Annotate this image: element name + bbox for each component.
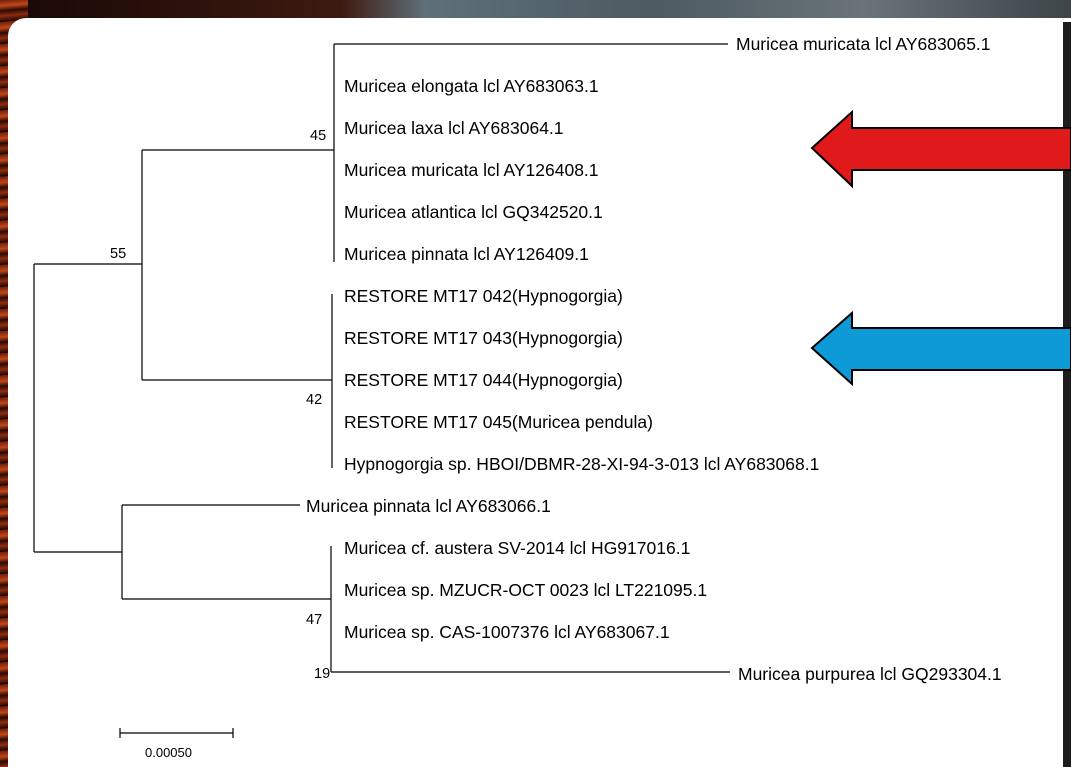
blue-arrow [810,310,1071,387]
taxon-label: Muricea pinnata lcl AY126409.1 [344,244,589,264]
red-arrow [810,109,1071,189]
taxon-label: Muricea cf. austera SV-2014 lcl HG917016… [344,538,690,558]
background-photo-right [1063,22,1071,767]
taxon-label: Muricea sp. CAS-1007376 lcl AY683067.1 [344,622,670,642]
taxon-label: RESTORE MT17 045(Muricea pendula) [344,412,653,432]
bootstrap-value-restore-clade: 42 [306,392,322,408]
bootstrap-value-upper-clade: 55 [110,246,126,262]
taxon-label: Muricea laxa lcl AY683064.1 [344,118,564,138]
muricea-clade-branch [333,43,728,262]
bootstrap-value-purpurea-node: 19 [314,666,330,682]
bootstrap-value-lower-subclade: 47 [306,612,322,628]
taxon-labels: Muricea muricata lcl AY683065.1 Muricea … [306,34,1002,684]
taxon-label: Muricea muricata lcl AY126408.1 [344,160,599,180]
taxon-label: Muricea pinnata lcl AY683066.1 [306,496,551,516]
taxon-label: Muricea sp. MZUCR-OCT 0023 lcl LT221095.… [344,580,707,600]
tree-branches [33,43,730,673]
taxon-label: RESTORE MT17 044(Hypnogorgia) [344,370,623,390]
scale-bar: 0.00050 [119,728,234,760]
bootstrap-values: 45 55 42 47 19 [110,128,330,682]
taxon-label: Muricea muricata lcl AY683065.1 [736,34,991,54]
taxon-label: RESTORE MT17 042(Hypnogorgia) [344,286,623,306]
taxon-label: Muricea elongata lcl AY683063.1 [344,76,599,96]
scale-bar-line [119,728,234,738]
taxon-label: Hypnogorgia sp. HBOI/DBMR-28-XI-94-3-013… [344,454,819,474]
background-photo-top [28,0,1071,22]
lower-subclade-branch [330,546,730,673]
root-branch [33,263,142,553]
taxon-label: Muricea atlantica lcl GQ342520.1 [344,202,603,222]
taxon-label: RESTORE MT17 043(Hypnogorgia) [344,328,623,348]
upper-clade-branch [141,149,334,381]
bootstrap-value-muricea-clade: 45 [310,128,326,144]
taxon-label: Muricea purpurea lcl GQ293304.1 [738,664,1002,684]
scale-bar-label: 0.00050 [145,745,192,760]
lower-clade-branch [121,504,331,600]
